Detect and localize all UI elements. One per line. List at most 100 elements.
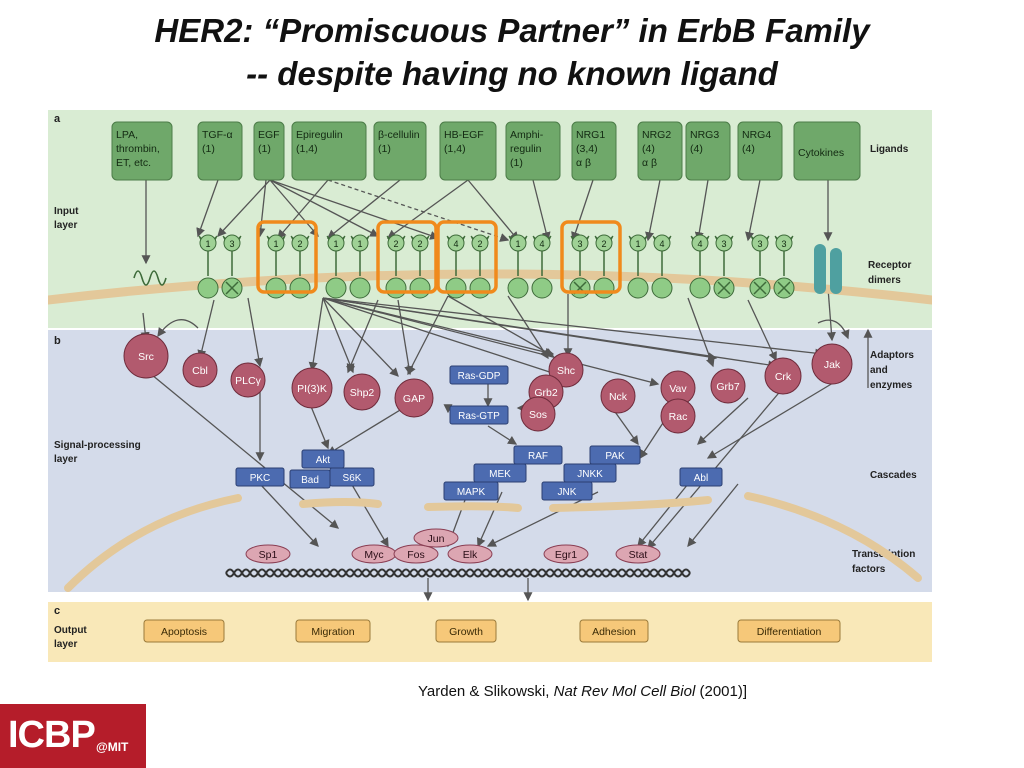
cascade-box-background <box>541 481 593 501</box>
adaptor-node: Crk <box>764 357 802 395</box>
signal-arrow <box>486 491 599 547</box>
signal-arrow <box>507 295 549 360</box>
signal-arrow <box>259 483 319 547</box>
adaptor-node: PLCγ <box>230 362 266 398</box>
receptor-kinase-domain <box>289 277 311 299</box>
ligand-box: HB-EGF(1,4) <box>439 121 497 181</box>
ligand-box-background <box>253 121 285 181</box>
signal-layer-label-2: layer <box>54 454 77 465</box>
transcription-factor-ellipse <box>447 544 493 564</box>
ligand-box: Amphi-regulin(1) <box>505 121 561 181</box>
receptor-number: 2 <box>297 239 302 249</box>
ligand-box: EGF (1) <box>253 121 285 181</box>
signal-arrow <box>308 297 324 372</box>
adaptor-node-circle <box>182 352 218 388</box>
adaptor-label: Jak <box>824 359 841 371</box>
adaptor-label: Shp2 <box>350 387 375 399</box>
ligand-label: α β <box>642 157 657 169</box>
cascade-label: JNK <box>558 487 577 498</box>
adaptor-node-circle <box>230 362 266 398</box>
signal-arrow <box>467 179 519 241</box>
adaptor-node-circle <box>764 357 802 395</box>
cascade-label: Ras-GTP <box>458 411 500 422</box>
adaptor-node-circle <box>548 352 584 388</box>
adaptor-node: Sos <box>520 396 556 432</box>
signal-arrow <box>322 297 570 380</box>
receptor-number: 3 <box>577 239 582 249</box>
ligand-box-background <box>505 121 561 181</box>
her2-dimer-highlight <box>256 220 318 294</box>
ligand-label: EGF <box>258 129 280 141</box>
cascade-box: JNKK <box>563 463 617 483</box>
cascade-label: JNKK <box>577 469 603 480</box>
slide-title: HER2: “Promiscuous Partner” in ErbB Fami… <box>154 12 870 49</box>
adaptor-node: Shp2 <box>343 373 381 411</box>
ligand-box-background <box>793 121 861 181</box>
receptor-number: 1 <box>357 239 362 249</box>
cascade-box: S6K <box>329 467 375 487</box>
signal-arrow <box>269 179 440 240</box>
receptor-number: 2 <box>393 239 398 249</box>
ligand-label: Epiregulin <box>296 129 343 141</box>
signal-arrow <box>322 297 399 377</box>
transcription-factor: Elk <box>447 544 493 564</box>
adaptor-label: Cbl <box>192 365 208 377</box>
cascade-box: JNK <box>541 481 593 501</box>
transcription-factors-label-2: factors <box>852 564 886 575</box>
ligand-label: LPA, <box>116 129 138 141</box>
output-box-background <box>579 619 649 643</box>
dna-strand-complement <box>225 570 691 578</box>
ligand-box: NRG4(4) <box>737 121 783 181</box>
citation-journal: Nat Rev Mol Cell Biol <box>553 683 696 700</box>
adaptor-node-circle <box>710 368 746 404</box>
receptor-kinase-domain <box>531 277 553 299</box>
receptor-number: 1 <box>205 239 210 249</box>
signal-arrow <box>477 491 503 548</box>
ligand-label: (1) <box>378 143 391 155</box>
cascade-box-background <box>679 467 723 487</box>
output-box: Differentiation <box>737 619 841 643</box>
adaptor-node: PI(3)K <box>291 367 333 409</box>
ligand-label: (1) <box>258 143 271 155</box>
adaptor-node-circle <box>520 396 556 432</box>
transcription-factor: Fos <box>393 544 439 564</box>
ligand-box: Cytokines <box>793 121 861 181</box>
output-label: Migration <box>311 626 354 638</box>
ligand-box: Epiregulin(1,4) <box>291 121 367 181</box>
signal-arrow <box>326 403 411 455</box>
cascade-box-background <box>235 467 285 487</box>
signal-arrow <box>532 179 551 242</box>
ligand-label: NRG1 <box>576 129 605 141</box>
cascade-label: Akt <box>316 455 331 466</box>
signal-arrow <box>571 179 594 242</box>
ligand-box: β-cellulin (1) <box>373 121 427 181</box>
signal-arrow <box>826 287 836 342</box>
receptor-kinase-domain <box>385 277 407 299</box>
jak-feedback-arrow <box>817 319 850 340</box>
cascade-box-background <box>443 481 499 501</box>
receptor-kinase-domain <box>197 277 219 299</box>
signal-arrow <box>322 297 355 374</box>
signal-arrow <box>706 382 834 459</box>
cascade-box: MAPK <box>443 481 499 501</box>
gpcr-receptor <box>133 270 167 286</box>
output-label: Differentiation <box>757 626 822 638</box>
cascade-box: RAF <box>513 445 563 465</box>
signal-arrow <box>196 179 219 238</box>
output-layer-label: Output <box>54 625 87 636</box>
receptor-dimers-label-2: dimers <box>868 275 901 286</box>
signal-arrow <box>447 295 555 357</box>
erbb-signaling-network-diagram: a b c Input layer Signal-processing laye… <box>48 110 932 662</box>
receptor-number: 4 <box>659 239 664 249</box>
ligand-box: NRG3(4) <box>685 121 731 181</box>
cascades-label: Cascades <box>870 470 917 481</box>
ligand-label: Cytokines <box>798 147 844 159</box>
cascade-label: RAF <box>528 451 548 462</box>
ligand-label: β-cellulin <box>378 129 420 141</box>
adaptor-node: Rac <box>660 398 696 434</box>
panel-a-label: a <box>54 113 61 125</box>
transcription-factor: Sp1 <box>245 544 291 564</box>
